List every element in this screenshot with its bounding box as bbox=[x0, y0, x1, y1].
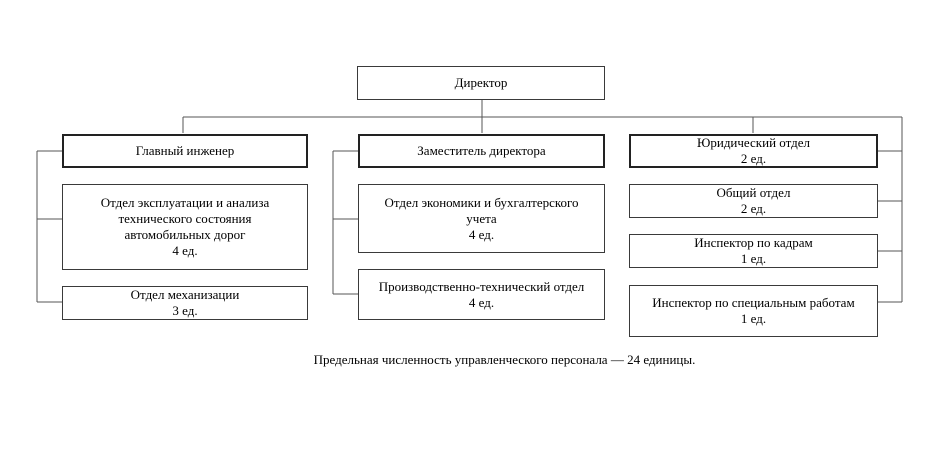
chief-engineer-box: Главный инженер bbox=[62, 134, 308, 168]
department-name: Инспектор по кадрам bbox=[694, 235, 813, 250]
staff-limit-caption: Предельная численность управленческого п… bbox=[313, 352, 696, 367]
department-staff: 2 ед. bbox=[740, 201, 767, 216]
director-box: Директор bbox=[357, 66, 605, 100]
department-staff: 3 ед. bbox=[172, 303, 198, 318]
director-label: Директор bbox=[454, 75, 508, 90]
general-department-box: Общий отдел 2 ед. bbox=[629, 184, 878, 218]
department-staff: 4 ед. bbox=[468, 294, 495, 310]
department-name: Отдел экономики и бухгалтерского учета bbox=[384, 194, 579, 226]
department-name: Производственно-технический отдел bbox=[378, 278, 585, 294]
department-name: Общий отдел bbox=[716, 185, 791, 200]
hr-inspector-box: Инспектор по кадрам 1 ед. bbox=[629, 234, 878, 268]
mechanization-department-box: Отдел механизации 3 ед. bbox=[62, 286, 308, 320]
department-staff: 1 ед. bbox=[740, 311, 767, 326]
technical-department-box: Производственно-технический отдел 4 ед. bbox=[358, 269, 605, 320]
economics-department-box: Отдел экономики и бухгалтерского учета 4… bbox=[358, 184, 605, 253]
department-name: Отдел эксплуатации и анализа техническог… bbox=[100, 195, 270, 242]
department-name: Инспектор по специальным работам bbox=[652, 295, 855, 310]
department-staff: 4 ед. bbox=[172, 243, 198, 258]
department-name: Отдел механизации bbox=[130, 287, 240, 302]
department-staff: 1 ед. bbox=[740, 251, 767, 266]
chief-engineer-label: Главный инженер bbox=[135, 143, 235, 158]
department-name: Юридический отдел bbox=[697, 135, 810, 150]
deputy-director-box: Заместитель директора bbox=[358, 134, 605, 168]
department-staff: 4 ед. bbox=[468, 226, 495, 242]
legal-department-box: Юридический отдел 2 ед. bbox=[629, 134, 878, 168]
department-staff: 2 ед. bbox=[740, 151, 767, 166]
operations-department-box: Отдел эксплуатации и анализа техническог… bbox=[62, 184, 308, 270]
deputy-director-label: Заместитель директора bbox=[417, 143, 546, 158]
special-works-inspector-box: Инспектор по специальным работам 1 ед. bbox=[629, 285, 878, 337]
